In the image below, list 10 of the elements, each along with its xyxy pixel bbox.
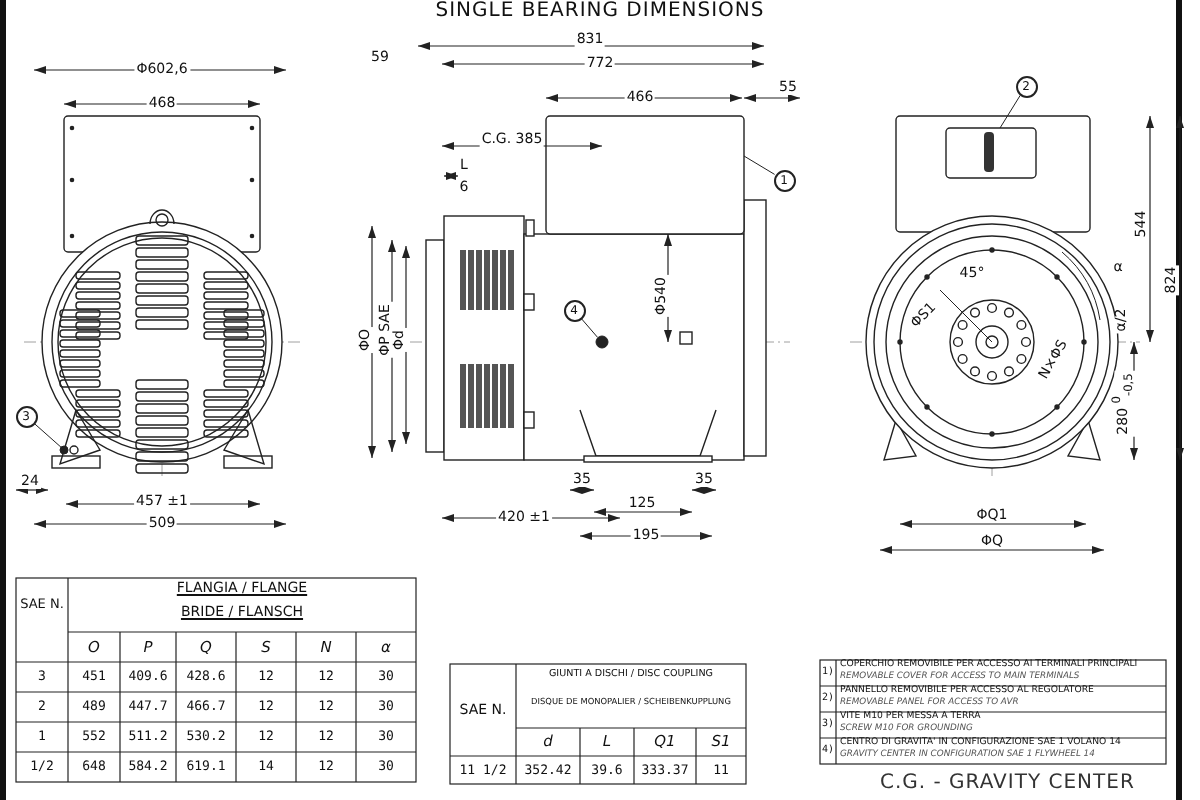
drawing-title: SINGLE BEARING DIMENSIONS — [435, 2, 765, 22]
gravity-center-mark — [595, 335, 609, 349]
leader-line — [33, 422, 62, 448]
ground-screw — [59, 445, 69, 455]
leader-line — [999, 94, 1021, 129]
leader-line — [743, 155, 776, 175]
leader-line — [580, 317, 599, 338]
legend-note: C.G. - GRAVITY CENTER — [880, 774, 1135, 794]
terminal-cover — [545, 115, 745, 235]
access-panel — [945, 127, 1037, 179]
